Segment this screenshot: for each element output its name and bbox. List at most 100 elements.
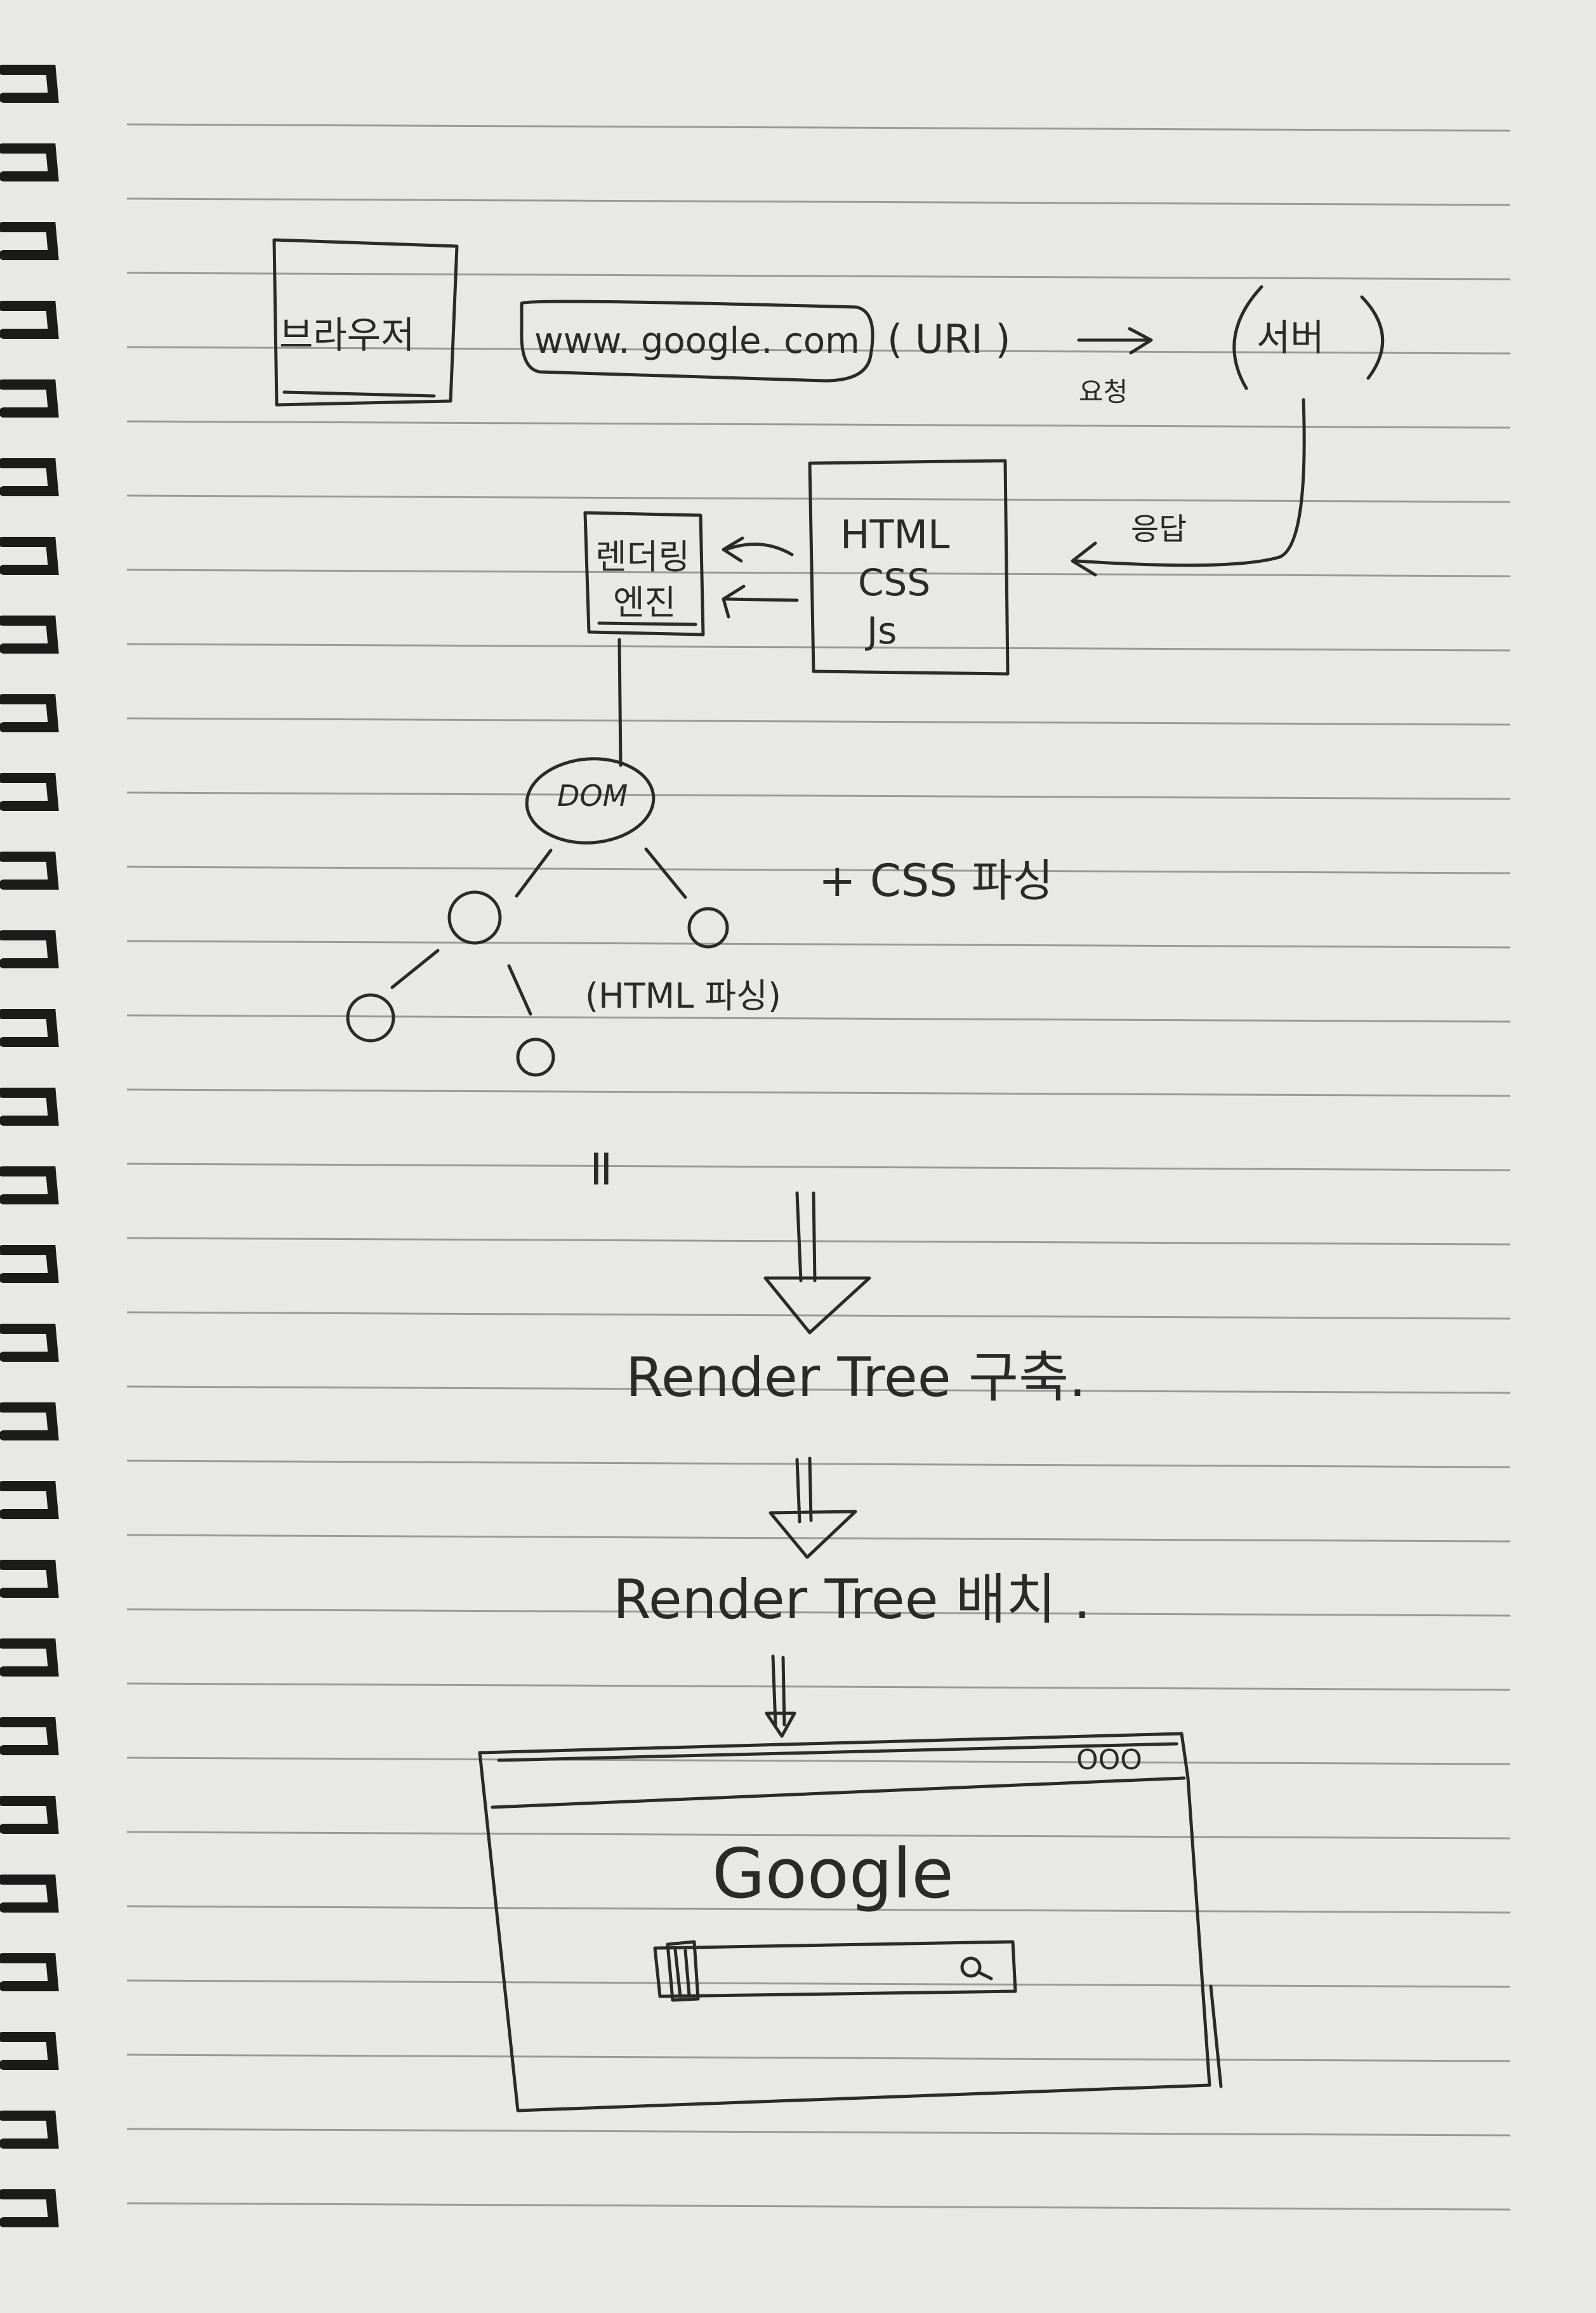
- engine-label-line2: 엔진: [613, 583, 676, 623]
- spiral-ring: [0, 1245, 59, 1283]
- spiral-ring: [0, 773, 59, 811]
- spiral-ring: [0, 379, 59, 418]
- ruled-line: [126, 494, 1511, 503]
- double-arrow-2: [768, 1456, 857, 1559]
- ruled-line: [126, 1385, 1511, 1394]
- dom-tree: [346, 847, 729, 1077]
- spiral-ring: [0, 1324, 59, 1362]
- url-box: www. google. com: [520, 300, 874, 383]
- ruled-line: [126, 346, 1511, 355]
- browser-label: 브라우저: [279, 313, 414, 357]
- ruled-line: [126, 791, 1511, 800]
- ruled-line: [126, 1905, 1511, 1914]
- files-to-engine-arrows: [722, 536, 799, 619]
- tree-node: [346, 993, 395, 1043]
- spiral-ring: [0, 301, 59, 339]
- url-label: www. google. com: [534, 320, 860, 362]
- ruled-line: [126, 2053, 1511, 2062]
- dom-node: DOM: [525, 757, 656, 845]
- css-parse-label: + CSS 파싱: [819, 855, 1053, 907]
- ruled-line: [126, 272, 1511, 280]
- search-bar: [653, 1940, 1017, 2002]
- ruled-line: [126, 2128, 1511, 2137]
- ruled-line: [126, 1163, 1511, 1171]
- spiral-ring: [0, 852, 59, 890]
- spiral-ring: [0, 143, 59, 181]
- google-logo: Google: [712, 1835, 954, 1914]
- ruled-line: [126, 1756, 1511, 1765]
- spiral-ring: [0, 1717, 59, 1755]
- file-js: Js: [865, 609, 897, 652]
- ruled-line: [126, 1534, 1511, 1543]
- ruled-line: [126, 1237, 1511, 1246]
- file-html: HTML: [840, 511, 950, 558]
- spiral-ring: [0, 1402, 59, 1440]
- ruled-line: [126, 940, 1511, 949]
- file-css: CSS: [858, 561, 930, 604]
- spiral-binding: [0, 65, 59, 2227]
- ruled-line: [126, 1014, 1511, 1023]
- ruled-line: [126, 1979, 1511, 1988]
- engine-to-dom-line: [617, 638, 623, 767]
- response-label: 응답: [1131, 511, 1187, 547]
- ruled-line: [126, 2202, 1511, 2211]
- ruled-line: [126, 1608, 1511, 1617]
- spiral-ring: [0, 1638, 59, 1677]
- response-arrow: 응답: [1071, 398, 1306, 577]
- ruled-line: [126, 123, 1511, 132]
- spiral-ring: [0, 1560, 59, 1598]
- search-icon: [960, 1956, 982, 1978]
- ruled-line: [126, 1682, 1511, 1691]
- window-controls: OOO: [1076, 1744, 1142, 1776]
- tree-node: [447, 890, 502, 945]
- dom-label: DOM: [557, 779, 628, 813]
- spiral-ring: [0, 1481, 59, 1519]
- ruled-line: [126, 1460, 1511, 1468]
- uri-label: ( URI ): [887, 316, 1011, 362]
- ruled-line: [126, 866, 1511, 874]
- spiral-ring: [0, 2111, 59, 2149]
- rendering-engine-box: 렌더링 엔진: [583, 511, 705, 636]
- files-box: HTML CSS Js: [808, 459, 1010, 676]
- spiral-ring: [0, 930, 59, 968]
- tree-node: [687, 907, 729, 949]
- spiral-ring: [0, 1088, 59, 1126]
- browser-box: 브라우저: [272, 238, 459, 407]
- spiral-ring: [0, 222, 59, 260]
- ruled-lines: [126, 123, 1511, 2211]
- spiral-ring: [0, 2189, 59, 2227]
- double-arrow-3: [765, 1654, 796, 1738]
- double-arrow-1: [763, 1191, 871, 1334]
- ruled-line: [126, 197, 1511, 206]
- render-tree-build-label: Render Tree 구축.: [626, 1346, 1086, 1409]
- request-arrow: 요청: [1077, 327, 1153, 407]
- engine-label-line1: 렌더링: [595, 537, 690, 577]
- equals-sign: =: [573, 1147, 632, 1190]
- server-label: 서버: [1256, 316, 1324, 359]
- spiral-ring: [0, 537, 59, 575]
- ruled-line: [126, 643, 1511, 652]
- spiral-ring: [0, 2032, 59, 2070]
- ruled-line: [126, 420, 1511, 429]
- spiral-ring: [0, 694, 59, 732]
- server-node: 서버: [1232, 285, 1385, 390]
- ruled-line: [126, 1311, 1511, 1320]
- spiral-ring: [0, 65, 59, 103]
- ruled-line: [126, 569, 1511, 577]
- html-parse-label: (HTML 파싱): [585, 976, 781, 1016]
- request-label: 요청: [1079, 376, 1128, 407]
- tree-node: [516, 1038, 555, 1077]
- ruled-line: [126, 1831, 1511, 1840]
- spiral-ring: [0, 1875, 59, 1913]
- ruled-line: [126, 717, 1511, 726]
- render-tree-layout-label: Render Tree 배치 .: [613, 1568, 1091, 1631]
- spiral-ring: [0, 1953, 59, 1991]
- spiral-ring: [0, 458, 59, 496]
- spiral-ring: [0, 1796, 59, 1834]
- ruled-line: [126, 1088, 1511, 1097]
- spiral-ring: [0, 1009, 59, 1047]
- spiral-ring: [0, 1166, 59, 1204]
- spiral-ring: [0, 616, 59, 654]
